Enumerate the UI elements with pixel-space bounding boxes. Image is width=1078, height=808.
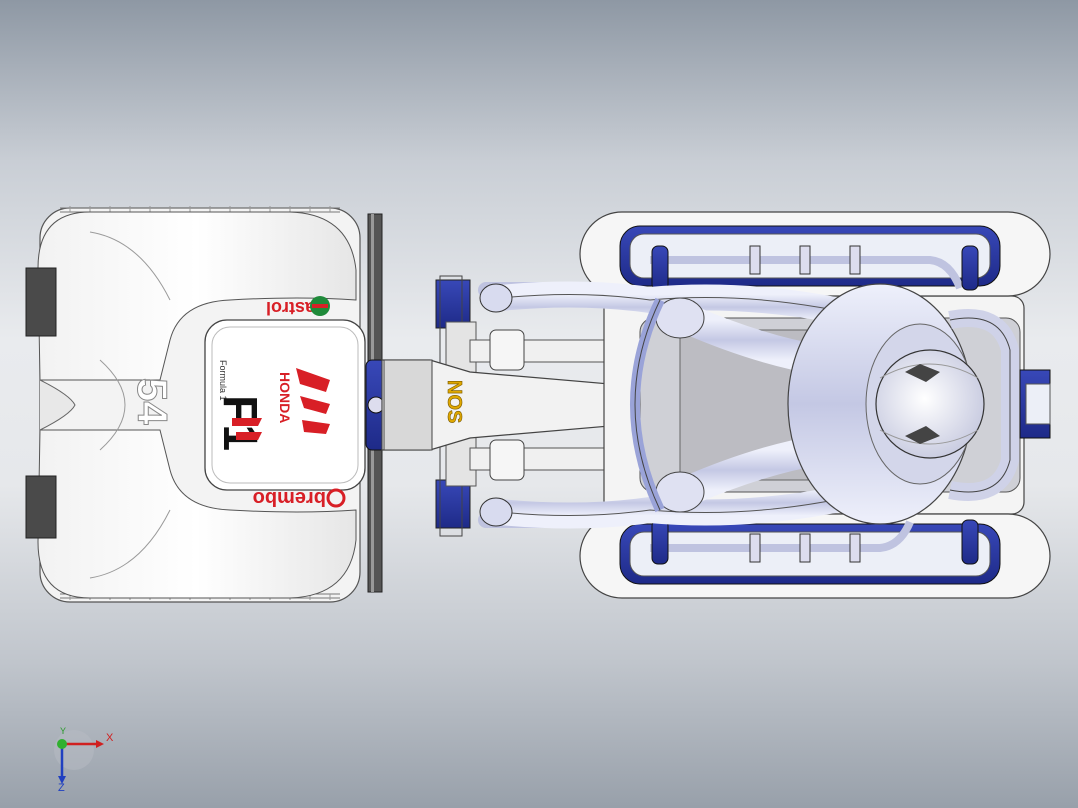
helmet <box>875 349 985 459</box>
x-axis-label: X <box>106 732 114 744</box>
y-axis-label: Y <box>60 726 67 736</box>
f1-red-mark-icon <box>232 418 262 440</box>
honda-wing-logo-icon <box>296 368 330 434</box>
axis-triad-icon <box>54 730 104 784</box>
castrol-logo-icon <box>310 296 330 316</box>
brembo-decal: brembo <box>253 487 346 509</box>
steering-hub <box>365 359 387 451</box>
formula1-decal: Formula 1 <box>218 360 228 401</box>
z-axis-label: Z <box>58 782 65 794</box>
honda-decal: HONDA <box>277 372 293 423</box>
nos-decal: NOS <box>443 380 465 423</box>
number-decal: 54 <box>129 378 176 425</box>
front-fender-body <box>25 206 366 603</box>
coordinate-triad: X Y Z <box>44 726 124 798</box>
svg-text:brembo: brembo <box>253 487 326 509</box>
